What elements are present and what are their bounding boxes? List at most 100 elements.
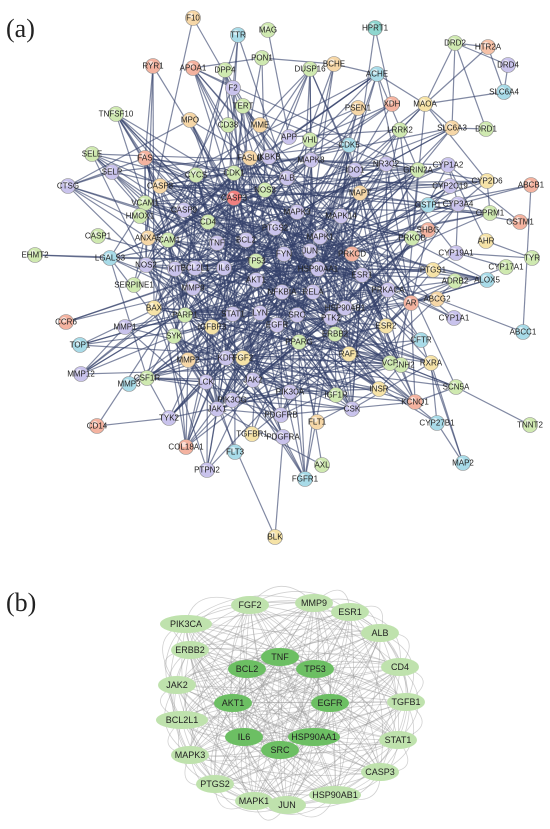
node-label-hprt1: HPRT1 [362,24,389,33]
core-node-bcl2l1: BCL2L1 [156,711,208,729]
edge-bche-pon1 [261,57,335,65]
node-vhl: VHL [302,132,318,148]
node-mapk3: MAPK3 [283,204,311,220]
node-cyp19a1: CYP19A1 [438,245,474,261]
node-fgfr1: FGFR1 [292,471,319,487]
core-node-tnf: TNF [261,648,299,666]
edge-selp-bcl2l1 [111,171,196,269]
node-raf1: RAF1 [339,346,360,362]
node-kcnq1: KCNQ1 [401,394,429,410]
edge-b-mmp9-bcl2l1 [181,602,315,721]
node-pparg: PPARG [285,334,313,350]
edge-slc6a4-maoa [424,91,505,105]
node-f10: F10 [185,10,201,26]
edge-b-jak2-stat1 [176,684,399,741]
node-pon1: PON1 [251,50,273,66]
edge-tgfbr1-raf1 [251,353,350,435]
edge-b-pik3ca-il6 [185,623,245,738]
node-nos3: NOS3 [254,182,276,198]
edge-cyp1a2-mapk14 [340,164,449,217]
node-drd2: DRD2 [444,35,466,51]
node-mapk1: MAPK1 [306,229,334,245]
edge-hprt1-xdh [374,27,393,105]
edge-icam1-bax [153,239,169,309]
edge-b-fgf2-tgfb1 [249,604,407,703]
core-node-bcl2: BCL2 [228,660,266,678]
node-cyp27b1: CYP27B1 [419,415,455,431]
core-node-pik3ca: PIK3CA [160,615,212,633]
edge-ptpn2-bax [153,307,208,471]
node-label-blk: BLK [267,533,283,542]
edge-b-pik3ca-cd4 [185,623,401,668]
edge-b-esr1-hsp90aa1 [313,611,351,738]
node-cyp1a1: CYP1A1 [439,310,470,326]
node-label-grin2a: GRIN2A [403,166,433,175]
node-il6: IL6 [216,260,232,276]
edge-b-fgf2-jun [249,604,288,806]
node-dusp16: DUSP16 [294,61,326,77]
edge-selp-cdk5 [111,144,350,173]
edge-dusp16-anxa5 [147,68,311,239]
edge-b-mmp9-casp3 [313,602,381,773]
edge-b-alb-mapk3 [189,632,381,756]
node-label-oprm1: OPRM1 [476,209,505,218]
node-egfr: EGFR [266,317,288,333]
core-node-label-hsp90ab1: HSP90AB1 [312,790,358,800]
node-mme: MME [251,117,269,133]
edge-maoa-ache [376,73,426,105]
edge-b-tgfb1-bcl2l1 [181,701,407,721]
node-label-mmp1: MMP1 [113,323,137,332]
node-tert: TERT [233,98,253,114]
edge-b-alb-mapk1 [253,632,381,802]
node-label-ptpn2: PTPN2 [194,466,220,475]
core-node-label-fgf2: FGF2 [238,600,261,610]
node-kdr: KDR [218,350,235,366]
edge-ryr1-fas [144,65,154,159]
edge-b-fgf2-mapk3 [189,604,251,756]
edge-cd14-tyk2 [96,417,170,427]
node-label-raf1: RAF1 [339,350,360,359]
node-label-casp3: CASP3 [221,194,248,203]
node-grin2a: GRIN2A [403,162,434,178]
node-label-sele: SELE [82,150,102,159]
edge-adrb2-csf1r [146,280,456,379]
node-slc6a3: SLC6A3 [437,120,467,136]
edge-b-alb-stat1 [379,632,409,741]
edge-b-alb-ptgs2 [214,632,381,785]
node-label-mmp3: MMP3 [117,380,141,389]
core-node-label-mmp9: MMP9 [301,598,327,608]
node-casp3: CASP3 [221,190,248,206]
edge-pdgfrb-prkcb [280,237,413,416]
edge-ctsg-igfbp3 [67,185,213,328]
edge-col18a1-ikbkb [185,156,270,448]
node-label-bcl2l1: BCL2L1 [181,264,210,273]
core-node-label-hsp90aa1: HSP90AA1 [291,732,337,742]
node-label-tgfbr1: TGFBR1 [236,430,268,439]
edge-b-fgf2-ptgs2 [214,604,251,785]
edge-b-erbb2-hsp90aa1 [189,649,315,738]
node-label-dusp16: DUSP16 [294,65,326,74]
edge-b-alb-bcl2l1 [181,632,381,721]
node-tnnt2: TNNT2 [517,417,543,433]
node-label-parp1: PARP1 [172,311,198,320]
node-label-esr2: ESR2 [376,322,397,331]
core-node-jak2: JAK2 [158,676,196,694]
edge-akt1-pdgfrb [255,279,282,416]
edge-sele-jak1 [91,153,218,410]
edge-sele-icam1 [91,153,169,241]
node-label-mag: MAG [259,26,277,35]
node-label-tyk2: TYK2 [159,414,180,423]
edge-scn5a-kcnh2 [400,364,457,388]
node-gstm1: GSTM1 [506,214,534,230]
node-ehmt2: EHMT2 [21,247,49,263]
edge-b-esr1-hsp90ab1 [334,611,354,796]
node-label-axl: AXL [314,461,330,470]
node-label-serpine1: SERPINE1 [114,281,154,290]
edge-blk-pdgfra [274,436,284,538]
edge-tgfbr1-mapk14 [251,215,342,435]
edge-b-mmp9-mapk1 [253,602,315,802]
node-adrb2: ADRB2 [442,273,469,289]
node-label-il6: IL6 [218,264,230,273]
node-label-tyr: TYR [524,254,540,263]
edge-cyp2d6-casp8 [159,180,488,187]
